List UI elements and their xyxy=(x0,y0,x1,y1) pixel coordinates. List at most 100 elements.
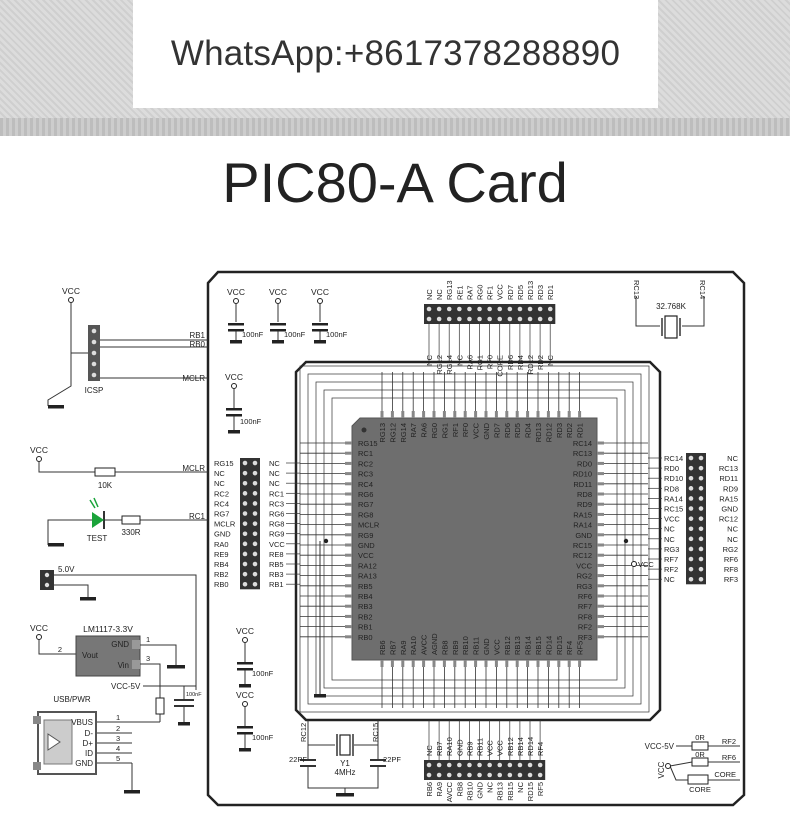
mcu-pin xyxy=(390,411,394,418)
jumper-wire xyxy=(669,761,693,767)
bottom-pin-header xyxy=(424,760,546,780)
bottom-header-label: RB13 xyxy=(496,782,505,801)
jumper-wire xyxy=(54,574,197,690)
header-pin xyxy=(688,576,694,582)
left-header-label-inner: RG6 xyxy=(269,510,284,519)
right-header-label: RG2 xyxy=(723,545,738,554)
icsp-label: ICSP xyxy=(85,386,104,395)
header-pin xyxy=(688,496,694,501)
core-jumper xyxy=(687,774,709,785)
header-pin xyxy=(242,480,248,486)
osc-pin-label: RC15 xyxy=(371,723,380,742)
crystal-4mhz-label: 4MHz xyxy=(335,768,356,777)
mcu-pin xyxy=(401,660,405,667)
jumper-wire xyxy=(54,584,89,598)
left-pin-header xyxy=(240,458,260,590)
banner-strip xyxy=(0,118,790,136)
mcu-pin xyxy=(345,451,352,455)
header-pin xyxy=(426,316,432,322)
header-pin xyxy=(436,772,442,778)
mcu-pin xyxy=(422,411,426,418)
decoupling-capacitor xyxy=(226,408,242,411)
header-pin xyxy=(242,511,248,516)
left-header-label-inner: RB5 xyxy=(269,560,284,569)
left-header-label: RE9 xyxy=(214,550,229,559)
decoupling-capacitor-plate xyxy=(270,329,286,332)
mcu-pin xyxy=(597,614,604,618)
mcu-left-pin-label: GND xyxy=(358,541,375,550)
mcu-bottom-pin-label: RA10 xyxy=(409,636,418,655)
ground-symbol xyxy=(272,340,284,344)
header-pin xyxy=(497,762,503,768)
mcu-pin xyxy=(453,411,457,418)
mcu-pin xyxy=(597,451,604,455)
socket-outline xyxy=(294,360,662,722)
vcc-label: VCC xyxy=(236,690,254,700)
mcu-left-pin-label: RB3 xyxy=(358,602,373,611)
right-header-label-inner: NC xyxy=(664,525,675,534)
crystal-pin-label: RC14 xyxy=(698,280,707,299)
header-pin xyxy=(242,460,248,466)
mcu-pin xyxy=(432,411,436,418)
bottom-header-label-inner: RB7 xyxy=(435,741,444,756)
header-pin xyxy=(507,316,513,322)
bottom-header-label: AVCC xyxy=(445,781,454,802)
usb-pin-number: 3 xyxy=(116,734,120,743)
header-pin xyxy=(252,501,258,506)
top-header-label-inner: RG1 xyxy=(476,355,485,370)
ground-symbol xyxy=(239,748,251,752)
mcu-pin xyxy=(597,533,604,537)
mcu-pin xyxy=(597,482,604,486)
header-pin xyxy=(252,511,258,516)
mcu-left-pin-label: RG8 xyxy=(358,510,373,519)
icsp-wire xyxy=(47,303,72,406)
header-pin xyxy=(446,316,452,322)
mcu-pin xyxy=(578,411,582,418)
left-header-label-inner: RG9 xyxy=(269,530,284,539)
right-header-label-inner: RF2 xyxy=(664,565,678,574)
header-pin xyxy=(446,762,452,768)
regulator-wire xyxy=(38,640,76,655)
top-header-label-inner: RD4 xyxy=(516,355,525,370)
left-header-label: RB0 xyxy=(214,580,229,589)
resistor-330r xyxy=(121,515,141,525)
header-pin xyxy=(242,571,248,577)
mcu-right-pin-label: RA14 xyxy=(573,521,592,530)
mcu-bottom-pin-label: RA9 xyxy=(399,640,408,655)
bottom-header-label: GND xyxy=(476,781,485,798)
header-pin xyxy=(698,536,704,542)
header-pin xyxy=(436,306,442,312)
cap-label: 100nF xyxy=(326,330,348,339)
mcu-pin xyxy=(536,660,540,667)
mcu-right-pin-label: RD8 xyxy=(577,490,592,499)
regulator-pin-label: GND xyxy=(111,640,129,649)
mcu-pin xyxy=(597,512,604,516)
resistor-label: 0R xyxy=(695,733,705,742)
mcu-left-pin-label: RB2 xyxy=(358,612,373,621)
mcu-bottom-pin-label: RB12 xyxy=(503,636,512,655)
bottom-header-label-inner: RB9 xyxy=(465,741,474,756)
left-header-label-inner: RC3 xyxy=(269,499,284,508)
top-header-label: RG0 xyxy=(476,285,485,300)
header-pin xyxy=(517,772,523,778)
header-pin xyxy=(242,541,248,547)
top-header-label: VCC xyxy=(496,284,505,300)
vcc5v-label: VCC-5V xyxy=(645,742,675,751)
mcu-left-pin-label: RC4 xyxy=(358,480,373,489)
mcu-right-pin-label: RC12 xyxy=(573,551,592,560)
header-pin xyxy=(467,316,472,322)
right-header-label-inner: NC xyxy=(664,535,675,544)
mcu-pin xyxy=(345,594,352,598)
header-pin xyxy=(477,316,482,322)
bottom-header-label: RB10 xyxy=(465,782,474,801)
header-pin xyxy=(487,316,492,322)
ground-symbol xyxy=(228,430,240,434)
header-pin xyxy=(497,772,503,778)
osc-wire xyxy=(307,766,379,789)
mcu-bottom-pin-label: RF4 xyxy=(565,641,574,655)
mcu-right-pin-label: RD9 xyxy=(577,500,592,509)
wire-group xyxy=(38,296,740,793)
header-pin xyxy=(688,536,694,542)
mcu-top-pin-label: RD2 xyxy=(565,423,574,438)
bottom-header-label: RA9 xyxy=(435,782,444,797)
